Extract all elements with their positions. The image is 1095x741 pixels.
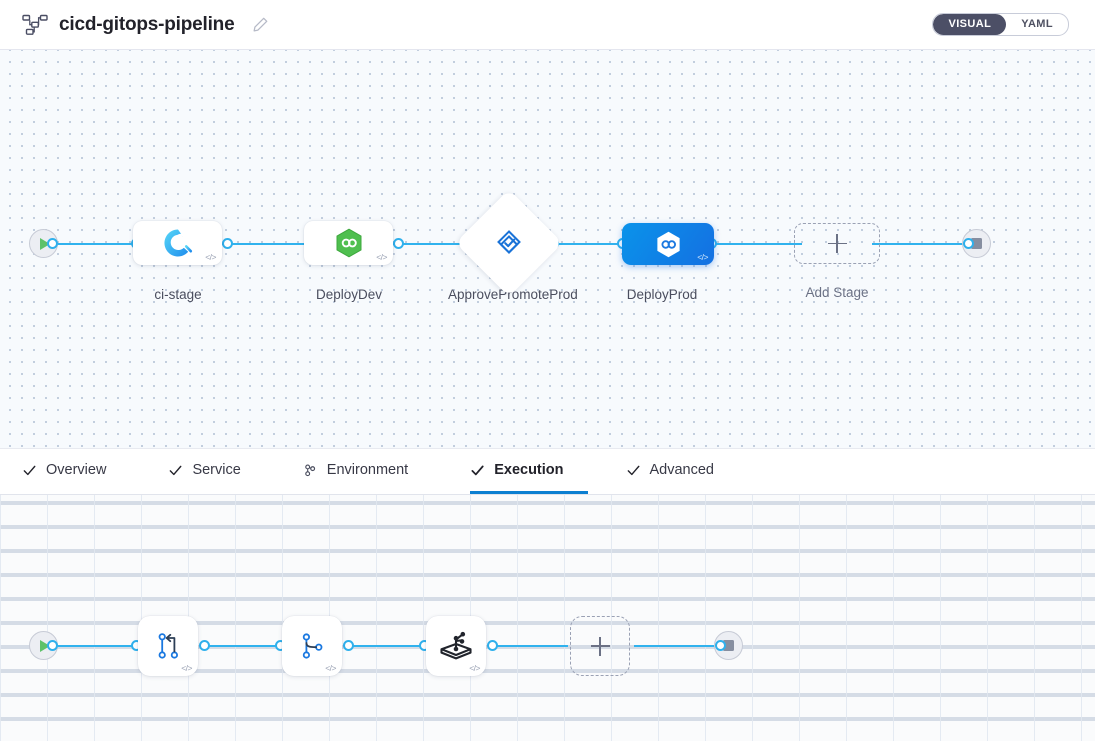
port-fetch-linked-apps-out[interactable] bbox=[487, 640, 498, 651]
tab-advanced[interactable]: Advanced bbox=[626, 449, 739, 494]
stage-config-tabs: Overview Service Environment Execution bbox=[0, 449, 1095, 495]
edge-fetch-linked-apps-to-add-step bbox=[488, 645, 568, 647]
tab-label: Overview bbox=[46, 462, 107, 478]
tab-environment[interactable]: Environment bbox=[303, 449, 432, 494]
stage-node-approve-promote-prod[interactable] bbox=[455, 189, 563, 297]
git-branch-icon bbox=[302, 633, 323, 659]
code-badge: </> bbox=[376, 252, 387, 262]
port-merge-pr-out[interactable] bbox=[343, 640, 354, 651]
harness-icon bbox=[440, 631, 472, 660]
stop-icon bbox=[723, 640, 734, 651]
play-icon bbox=[40, 639, 50, 652]
stage-node-label-ci-stage: ci-stage bbox=[154, 287, 202, 302]
stage-graph-canvas[interactable]: </> ci-stage </> DeployDev App bbox=[0, 50, 1095, 449]
pencil-icon[interactable] bbox=[252, 16, 269, 33]
approval-icon bbox=[497, 230, 521, 254]
edge-approve-to-deploy-prod bbox=[540, 243, 638, 245]
tab-label: Execution bbox=[494, 462, 564, 478]
toggle-option-yaml[interactable]: YAML bbox=[1021, 18, 1053, 30]
pipeline-header-left: cicd-gitops-pipeline bbox=[22, 14, 932, 36]
code-badge: </> bbox=[205, 252, 216, 262]
edge-ci-stage-to-deploy-dev bbox=[222, 243, 320, 245]
git-update-icon bbox=[158, 633, 178, 659]
code-badge: </> bbox=[697, 252, 708, 262]
add-stage-button[interactable] bbox=[794, 223, 880, 264]
edge-add-step-to-end bbox=[634, 645, 724, 647]
check-icon bbox=[23, 465, 36, 475]
pipeline-flow-icon bbox=[22, 14, 48, 35]
tab-execution[interactable]: Execution bbox=[470, 449, 588, 494]
approval-icon-wrap bbox=[492, 226, 526, 260]
tab-overview[interactable]: Overview bbox=[22, 449, 130, 494]
port-step-start-out[interactable] bbox=[47, 640, 58, 651]
check-icon bbox=[170, 465, 182, 475]
page-title: cicd-gitops-pipeline bbox=[59, 13, 235, 35]
tab-label: Service bbox=[192, 462, 241, 478]
step-node-update-release-repo[interactable]: </> bbox=[138, 616, 198, 676]
code-badge: </> bbox=[325, 663, 336, 673]
argocd-hex-icon bbox=[336, 228, 361, 258]
stop-icon bbox=[971, 238, 982, 249]
step-node-merge-pr[interactable]: </> bbox=[282, 616, 342, 676]
port-deploy-dev-out[interactable] bbox=[393, 238, 404, 249]
edge-add-stage-to-end bbox=[872, 243, 970, 245]
ci-build-icon bbox=[163, 229, 192, 257]
argocd-hex-icon bbox=[656, 231, 680, 257]
edge-start-to-ci-stage bbox=[48, 243, 143, 245]
plus-icon bbox=[827, 234, 847, 253]
edge-deploy-prod-to-add-stage bbox=[706, 243, 802, 245]
edge-deploy-dev-to-approve bbox=[393, 243, 489, 245]
step-graph-canvas[interactable]: </> Update Release Repo </> Merge PR bbox=[0, 495, 1095, 741]
check-icon bbox=[627, 465, 639, 475]
toggle-option-visual[interactable]: VISUAL bbox=[933, 14, 1007, 35]
stage-node-ci-stage[interactable]: </> bbox=[133, 221, 222, 265]
pipeline-header: cicd-gitops-pipeline VISUAL YAML bbox=[0, 0, 1095, 50]
visual-yaml-toggle[interactable]: VISUAL YAML bbox=[932, 13, 1069, 36]
stage-node-label-deploy-dev: DeployDev bbox=[315, 287, 383, 302]
stage-node-label-deploy-prod: DeployProd bbox=[626, 287, 698, 302]
play-icon bbox=[40, 237, 50, 250]
edge-merge-pr-to-fetch-linked-apps bbox=[344, 645, 436, 647]
stage-node-deploy-prod[interactable]: </> bbox=[622, 223, 714, 265]
edge-start-to-update-release-repo bbox=[48, 645, 143, 647]
add-stage-label: Add Stage bbox=[805, 285, 869, 300]
environment-icon bbox=[305, 463, 315, 476]
add-step-button[interactable] bbox=[570, 616, 630, 676]
port-step-end-in[interactable] bbox=[715, 640, 726, 651]
port-update-release-repo-out[interactable] bbox=[199, 640, 210, 651]
tab-label: Advanced bbox=[649, 462, 715, 478]
code-badge: </> bbox=[181, 663, 192, 673]
step-node-fetch-linked-apps[interactable]: </> bbox=[426, 616, 486, 676]
tab-label: Environment bbox=[326, 462, 409, 478]
tab-service[interactable]: Service bbox=[168, 449, 264, 494]
check-icon bbox=[471, 465, 484, 475]
edge-update-release-repo-to-merge-pr bbox=[200, 645, 292, 647]
port-ci-stage-out[interactable] bbox=[222, 238, 233, 249]
plus-icon bbox=[590, 636, 610, 656]
stage-node-deploy-dev[interactable]: </> bbox=[304, 221, 393, 265]
port-start-out[interactable] bbox=[47, 238, 58, 249]
code-badge: </> bbox=[469, 663, 480, 673]
port-end-in[interactable] bbox=[963, 238, 974, 249]
